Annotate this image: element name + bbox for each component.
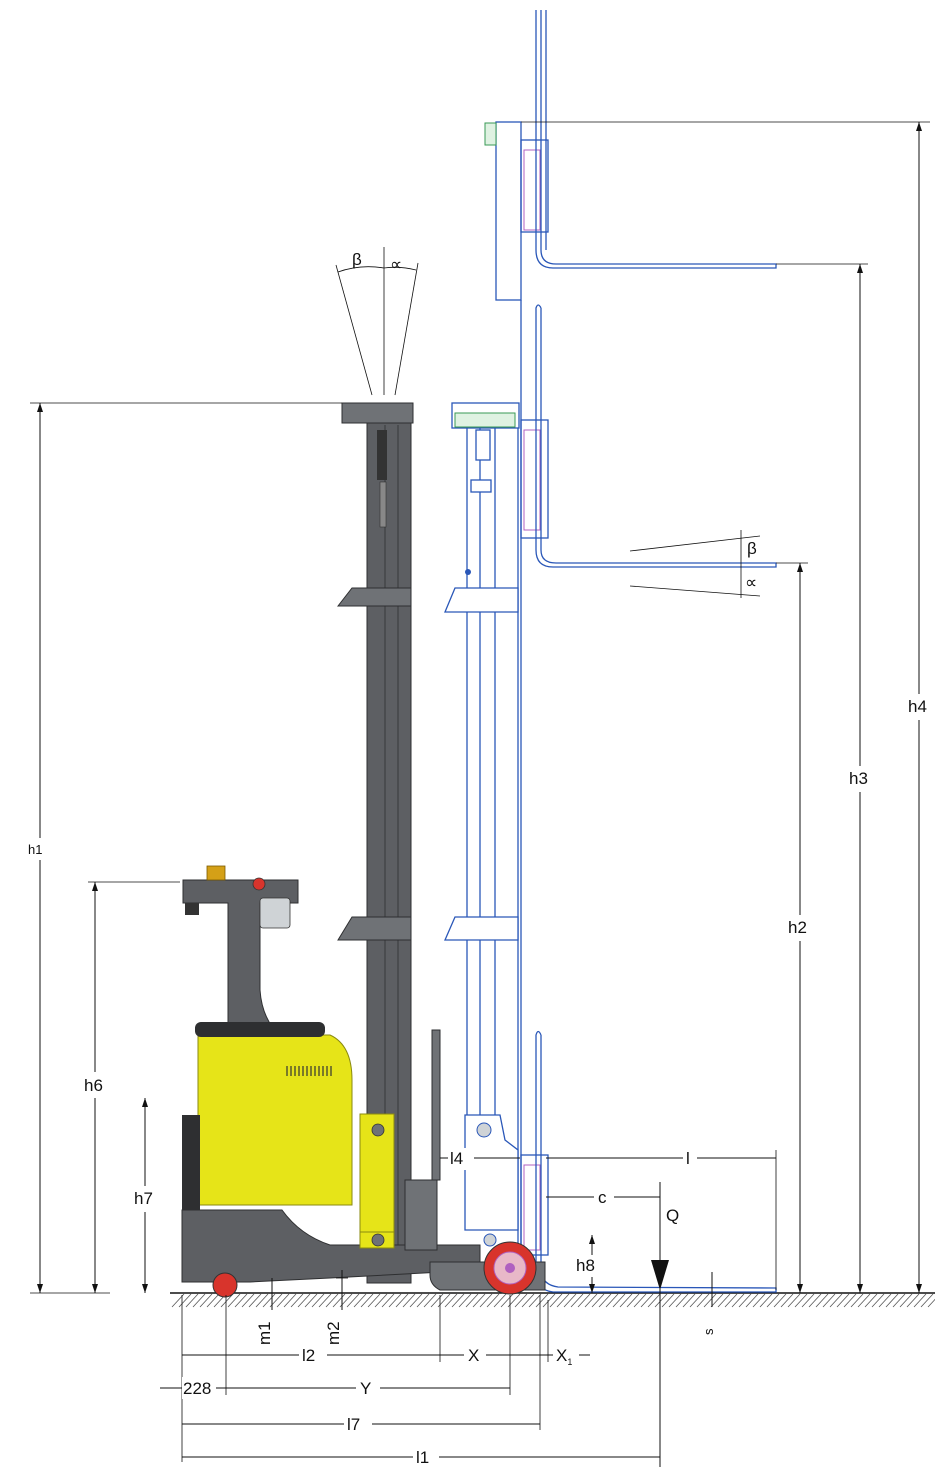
h2-label: h2: [788, 918, 807, 937]
c-label: c: [598, 1188, 607, 1207]
l-label: l: [686, 1149, 690, 1168]
alpha-top-label: ∝: [390, 255, 402, 274]
truck-body: [181, 402, 546, 1298]
h1-label: h1: [28, 842, 42, 857]
l1-label: l1: [416, 1448, 429, 1467]
mast-inner-channel: [444, 300, 522, 1290]
val-228-label: 228: [183, 1379, 211, 1398]
x1-sub: 1: [567, 1357, 572, 1367]
x1-label: X1: [556, 1346, 572, 1367]
beta-top-label: β: [352, 250, 362, 269]
h7-label: h7: [134, 1189, 153, 1208]
lowered-forks: [520, 1030, 777, 1293]
ground-line: [170, 1292, 935, 1308]
m1-label: m1: [255, 1321, 274, 1345]
l7-label: l7: [347, 1415, 360, 1434]
h4-label: h4: [908, 697, 927, 716]
raised-mast-middle: [451, 304, 777, 597]
h8-label: h8: [576, 1256, 595, 1275]
y-label: Y: [360, 1379, 371, 1398]
q-label: Q: [666, 1206, 679, 1225]
beta-fork-label: β: [747, 539, 757, 558]
dimension-arrowheads: [37, 122, 922, 1293]
l2-label: l2: [302, 1346, 315, 1365]
x-label: X: [468, 1346, 479, 1365]
s-label: s: [701, 1328, 716, 1335]
h6-label: h6: [84, 1076, 103, 1095]
alpha-fork-label: ∝: [745, 573, 757, 592]
raised-mast-top: [484, 10, 777, 301]
m2-label: m2: [324, 1321, 343, 1345]
load-arrow-icon: [651, 1260, 669, 1290]
top-tilt-indicator: [335, 247, 419, 396]
l4-label: l4: [450, 1149, 463, 1168]
x1-main: X: [556, 1346, 567, 1365]
h3-label: h3: [849, 769, 868, 788]
